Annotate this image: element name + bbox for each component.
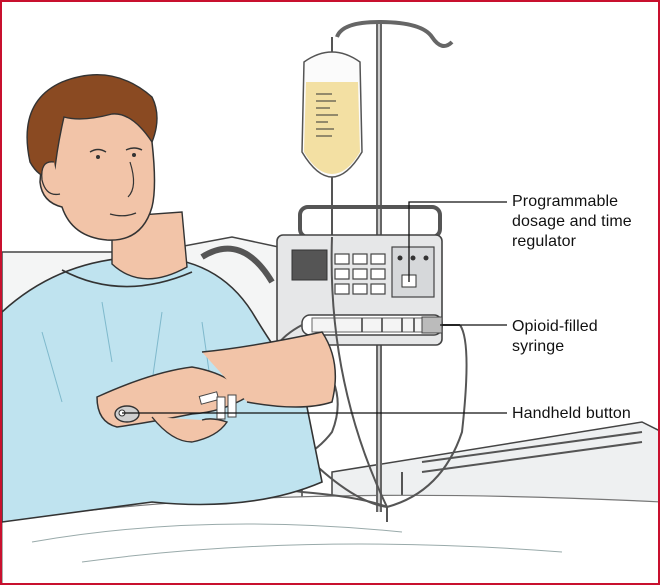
- label-opioid-syringe: Opioid-filled syringe: [512, 317, 598, 357]
- label-handheld-button: Handheld button: [512, 404, 631, 424]
- label-programmable-regulator: Programmable dosage and time regulator: [512, 192, 632, 252]
- handheld-button: [115, 406, 139, 422]
- pca-pump: [277, 207, 460, 345]
